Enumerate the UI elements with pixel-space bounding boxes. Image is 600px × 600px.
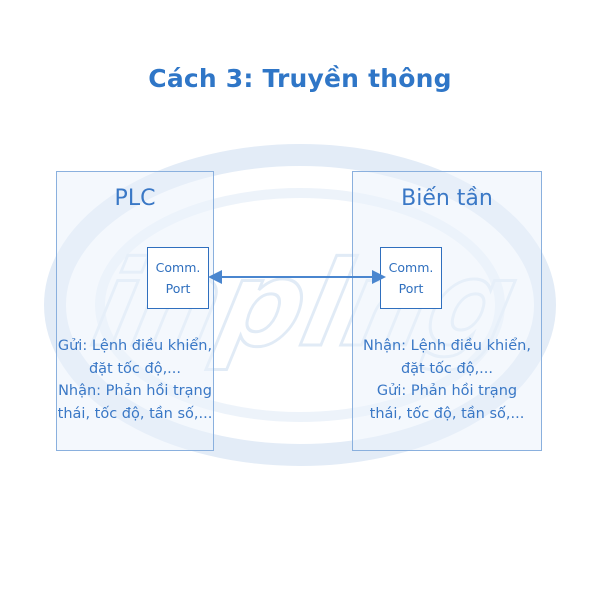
- inverter-comm-port: Comm. Port: [380, 247, 442, 309]
- inverter-box: Biến tần Comm. Port Nhận: Lệnh điều khiể…: [352, 171, 542, 451]
- inverter-title: Biến tần: [401, 186, 493, 211]
- plc-comm-port: Comm. Port: [147, 247, 209, 309]
- plc-desc-line: thái, tốc độ, tần số,...: [57, 405, 213, 422]
- plc-title: PLC: [114, 186, 156, 211]
- plc-description: Gửi: Lệnh điều khiển, đặt tốc độ,... Nhậ…: [57, 335, 213, 425]
- inverter-description: Nhận: Lệnh điều khiển, đặt tốc độ,... Gử…: [353, 335, 541, 425]
- plc-desc-line: Nhận: Phản hồi trạng: [58, 383, 212, 399]
- inverter-desc-line: Nhận: Lệnh điều khiển,: [363, 338, 531, 354]
- plc-port-line2: Port: [165, 281, 191, 296]
- plc-port-line1: Comm.: [155, 260, 201, 275]
- inverter-desc-line: đặt tốc độ,...: [400, 360, 494, 377]
- page-title: Cách 3: Truyền thông: [148, 64, 452, 93]
- inverter-port-line2: Port: [398, 281, 424, 296]
- plc-desc-line: Gửi: Lệnh điều khiển,: [57, 338, 213, 354]
- plc-box: PLC Comm. Port Gửi: Lệnh điều khiển, đặt…: [56, 171, 214, 451]
- plc-desc-line: đặt tốc độ,...: [88, 360, 182, 377]
- inverter-port-line1: Comm.: [388, 260, 434, 275]
- inverter-desc-line: Gửi: Phản hồi trạng: [376, 383, 518, 399]
- inverter-desc-line: thái, tốc độ, tần số,...: [369, 405, 525, 422]
